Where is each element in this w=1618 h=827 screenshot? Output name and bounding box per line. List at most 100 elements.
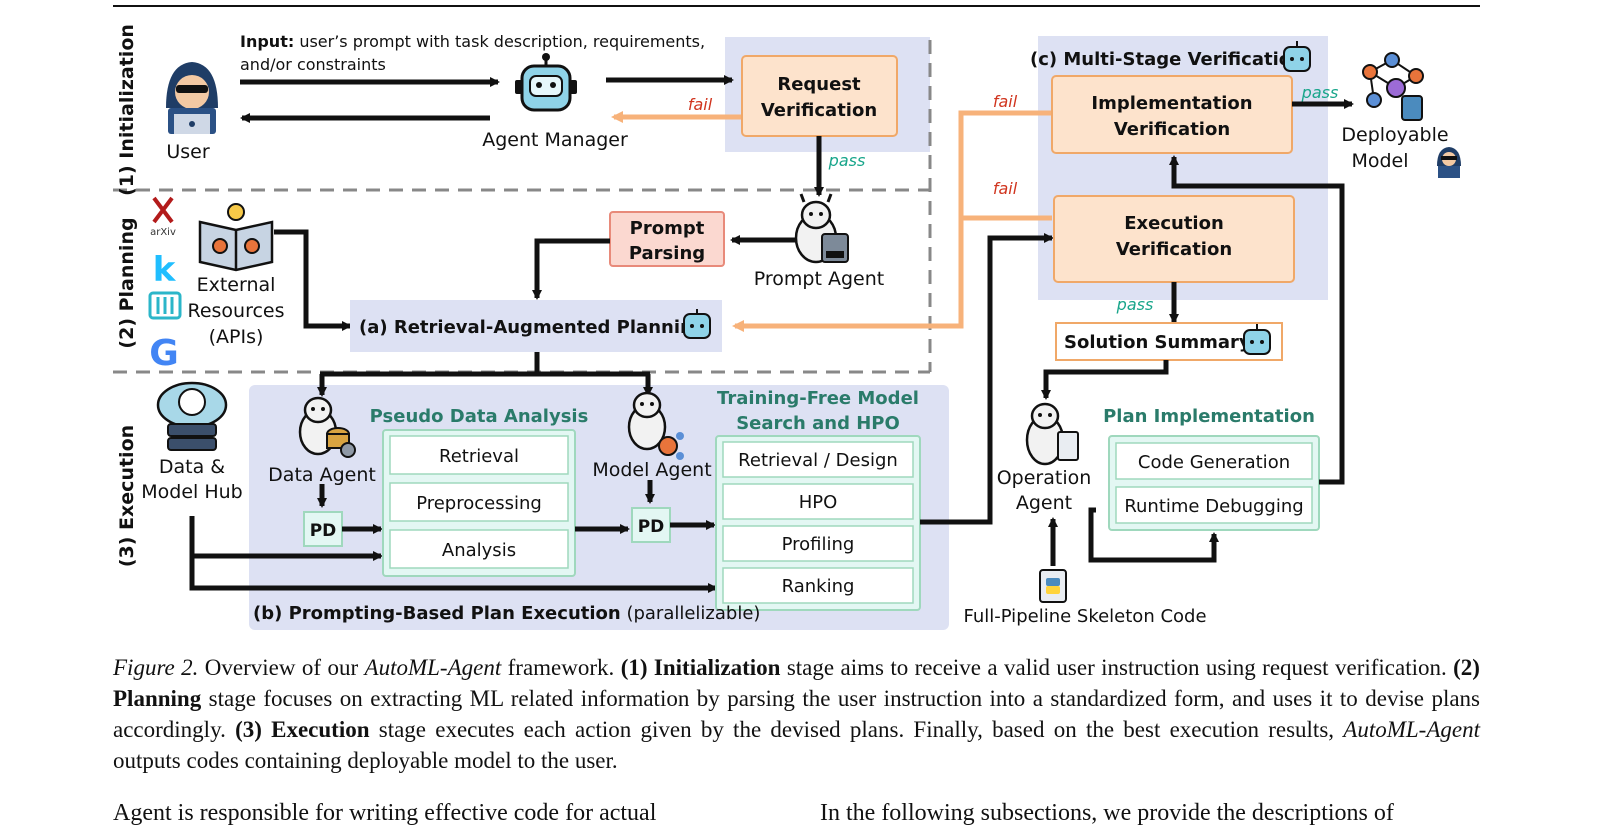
- figure-caption: Figure 2. Overview of our AutoML-Agent f…: [113, 652, 1480, 776]
- plan-item-runtime-debugging-label: Runtime Debugging: [1124, 496, 1303, 517]
- user-icon: [166, 62, 218, 134]
- python-skeleton-code-icon: [1039, 569, 1067, 603]
- operation-agent-llama-icon: [1025, 402, 1079, 466]
- caption-text-6: outputs codes containing deployable mode…: [113, 748, 618, 773]
- pseudo-data-analysis-title: Pseudo Data Analysis: [370, 406, 589, 427]
- fail-label-request: fail: [688, 95, 713, 114]
- data-agent-label: Data Agent: [268, 464, 376, 486]
- arrow-debug-loop: [1088, 507, 1219, 563]
- arrow-hub-to-ranking: [189, 556, 718, 593]
- input-description-line2: and/or constraints: [240, 55, 386, 74]
- prompt-parsing-line1: Prompt: [630, 218, 705, 239]
- prompt-agent-llama-icon: [794, 193, 849, 264]
- prompt-parsing-line2: Parsing: [629, 243, 705, 264]
- framework-figure: (1) Initialization (2) Planning (3) Exec…: [113, 5, 1480, 630]
- skeleton-code-label: Full-Pipeline Skeleton Code: [963, 606, 1206, 627]
- operation-agent-line2: Agent: [1016, 492, 1072, 514]
- implementation-verification-line2: Verification: [1114, 119, 1230, 140]
- training-item-hpo: [722, 483, 914, 520]
- request-verification-box: [741, 55, 898, 137]
- multi-stage-verification-title: (c) Multi-Stage Verification: [1030, 49, 1304, 70]
- operation-agent-line1: Operation: [997, 467, 1092, 489]
- arrow-resources-to-rap: [274, 229, 352, 331]
- deployable-model-network-icon: [1362, 52, 1424, 121]
- pseudo-item-analysis: [389, 529, 569, 569]
- request-verification-line2: Verification: [761, 100, 877, 121]
- plan-item-code-generation-label: Code Generation: [1138, 452, 1290, 473]
- pseudo-item-analysis-label: Analysis: [442, 540, 516, 561]
- implementation-verification-line1: Implementation: [1091, 93, 1252, 114]
- prompt-agent-label: Prompt Agent: [754, 268, 884, 290]
- caption-text-4: stage focuses on extracting ML related i…: [113, 686, 1480, 742]
- rap-label: (a) Retrieval-Augmented Planning: [359, 317, 706, 338]
- stage-planning-label: (2) Planning: [116, 217, 138, 348]
- arrow-parsing-to-rap: [532, 238, 610, 300]
- data-hub-line1: Data &: [159, 456, 225, 478]
- deployable-user-icon: [1437, 147, 1461, 178]
- pd-label-data: PD: [310, 521, 337, 541]
- training-item-hpo-label: HPO: [799, 492, 838, 513]
- implementation-verification-box: [1051, 75, 1293, 154]
- training-item-retrieval-design: [722, 441, 914, 478]
- arxiv-logo-icon: [152, 196, 174, 224]
- retrieval-augmented-planning-box: [350, 300, 722, 352]
- kaggle-logo-icon: k: [153, 250, 177, 290]
- pass-label-request: pass: [828, 151, 866, 170]
- pd-box-data: [303, 511, 343, 547]
- stage-initialization-label: (1) Initialization: [116, 24, 138, 196]
- pseudo-item-retrieval-label: Retrieval: [439, 446, 519, 467]
- execution-verification-line2: Verification: [1116, 239, 1232, 260]
- verification-robot-icon: [1283, 41, 1311, 72]
- caption-figure-number: Figure 2.: [113, 655, 199, 680]
- pass-label-implementation: pass: [1301, 83, 1339, 102]
- pass-label-execution: pass: [1116, 295, 1154, 314]
- training-item-profiling-label: Profiling: [782, 534, 855, 555]
- caption-text-3: stage aims to receive a valid user instr…: [780, 655, 1454, 680]
- body-text-right-column: In the following subsections, we provide…: [820, 800, 1394, 826]
- data-agent-llama-icon: [298, 396, 356, 458]
- deployable-model-line1: Deployable: [1341, 124, 1448, 146]
- plan-implementation-title: Plan Implementation: [1103, 406, 1315, 427]
- input-description-line1: Input: user’s prompt with task descripti…: [240, 32, 705, 51]
- caption-bold-planning: (2) Planning: [113, 655, 1480, 711]
- pseudo-item-preprocessing-label: Preprocessing: [416, 493, 542, 514]
- training-item-retrieval-design-label: Retrieval / Design: [738, 450, 898, 471]
- pd-label-model: PD: [638, 517, 665, 537]
- stage-execution-label: (3) Execution: [116, 425, 138, 567]
- training-free-title-line1: Training-Free Model: [717, 388, 919, 409]
- pseudo-item-preprocessing: [389, 482, 569, 522]
- body-text-left-column: Agent is responsible for writing effecti…: [113, 800, 657, 826]
- pd-box-model: [631, 507, 671, 543]
- data-hub-line2: Model Hub: [141, 481, 242, 503]
- rap-robot-icon: [683, 309, 711, 339]
- google-logo-icon: G: [149, 333, 179, 374]
- arrow-summary-to-operation: [1041, 360, 1169, 400]
- external-resources-book-icon: [198, 203, 274, 272]
- solution-summary-robot-icon: [1243, 324, 1271, 355]
- training-item-profiling: [722, 525, 914, 562]
- training-item-ranking: [722, 567, 914, 604]
- caption-framework-name-2: AutoML-Agent: [1343, 717, 1480, 742]
- pseudo-item-retrieval: [389, 435, 569, 475]
- fail-label-implementation: fail: [993, 92, 1018, 111]
- agent-manager-label: Agent Manager: [482, 129, 628, 151]
- caption-bold-execution: (3) Execution: [235, 717, 370, 742]
- arrow-plan-to-implementation: [1169, 155, 1345, 485]
- arxiv-logo-text: arXiv: [150, 227, 176, 238]
- caption-framework-name: AutoML-Agent: [364, 655, 502, 680]
- plan-item-runtime-debugging: [1115, 486, 1313, 524]
- external-resources-line3: (APIs): [209, 326, 264, 348]
- request-verification-line1: Request: [777, 74, 861, 95]
- model-agent-llama-icon: [627, 391, 684, 460]
- caption-text-1: Overview of our: [198, 655, 365, 680]
- plan-item-code-generation: [1115, 442, 1313, 480]
- huggingface-datasets-icon: [148, 291, 182, 320]
- external-resources-line2: Resources: [187, 300, 284, 322]
- execution-verification-line1: Execution: [1124, 213, 1224, 234]
- data-model-hub-cloud-icon: [156, 381, 228, 451]
- caption-text-2: framework.: [501, 655, 621, 680]
- external-resources-line1: External: [197, 274, 276, 296]
- caption-text-5: stage executes each action given by the …: [369, 717, 1344, 742]
- training-free-title-line2: Search and HPO: [736, 413, 900, 434]
- plan-execution-label: (b) Prompting-Based Plan Execution (para…: [253, 603, 760, 624]
